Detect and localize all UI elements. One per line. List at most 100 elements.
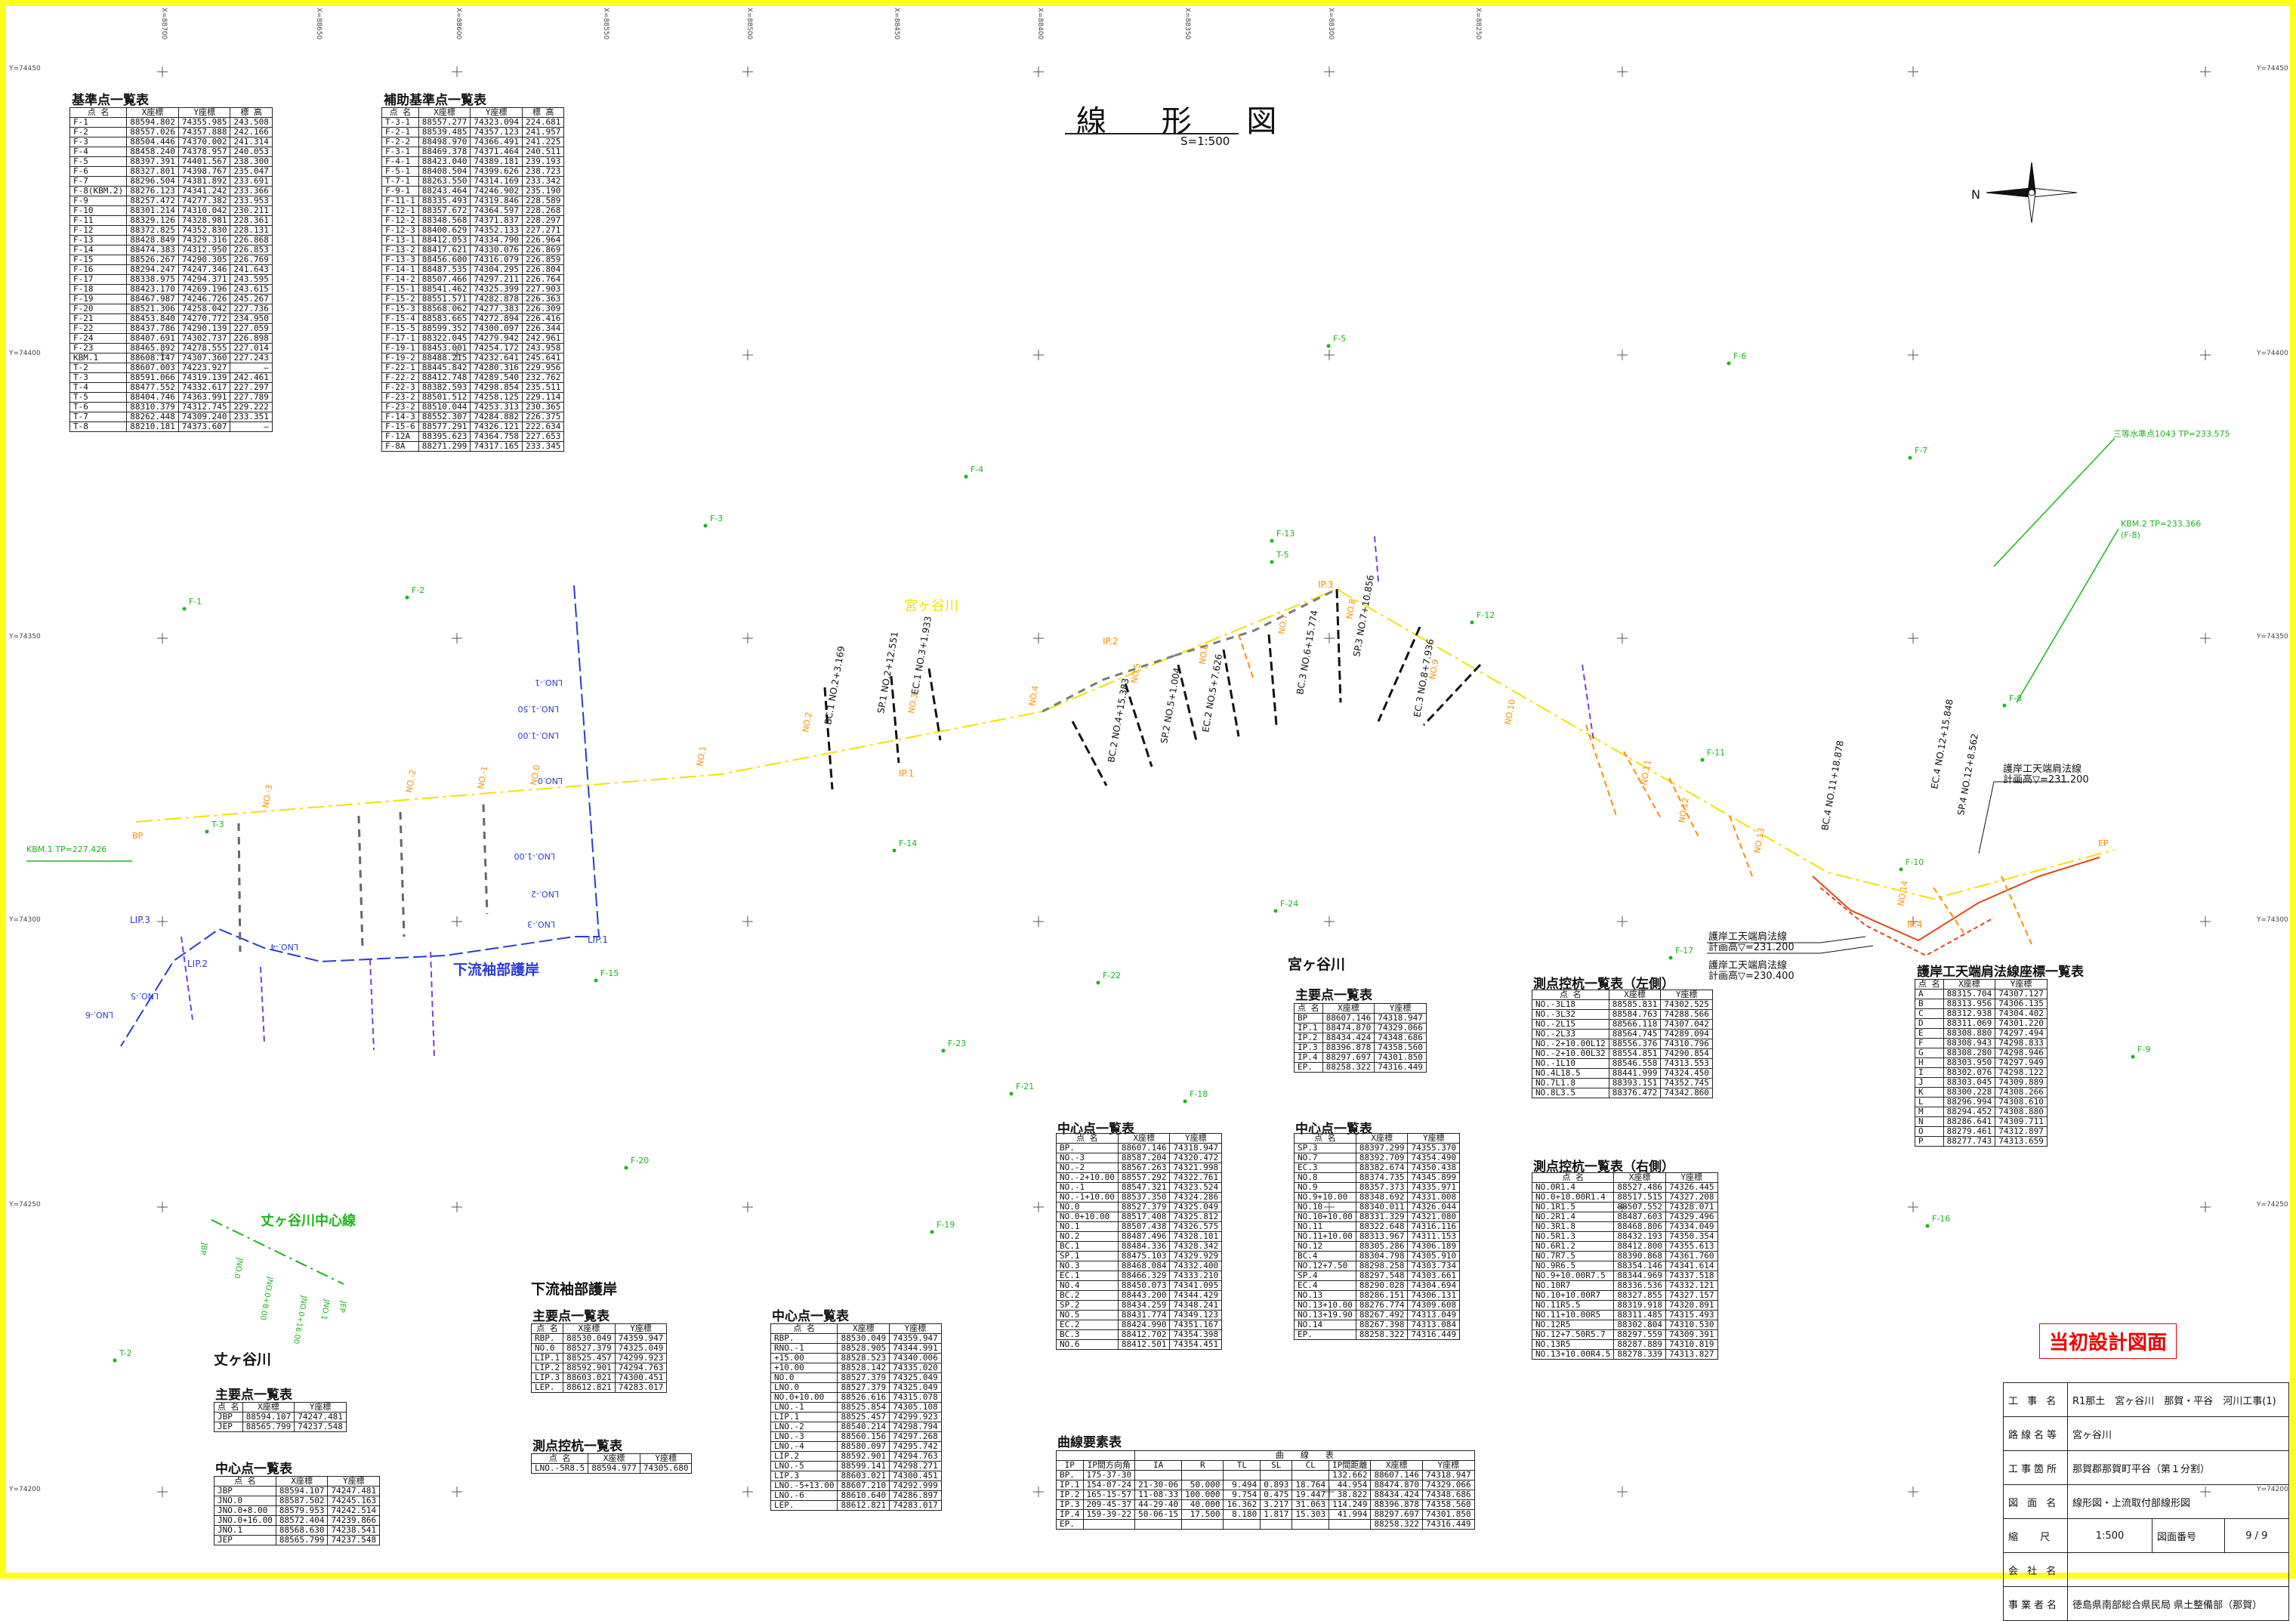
label-revet1-a: 護岸工天端肩法線	[2003, 763, 2082, 775]
table-cell	[1134, 1470, 1183, 1481]
table-cell: F-2-1	[381, 127, 419, 137]
table-cell: 88603.021	[837, 1471, 890, 1481]
table-cell: F-10	[69, 205, 128, 216]
label-ep: EP	[2098, 838, 2109, 848]
table-cell: 233.351	[230, 412, 273, 422]
table-cell: 88525.457	[837, 1412, 890, 1422]
table-cell: BC.4	[1294, 1251, 1356, 1261]
table-cell: T-7-1	[381, 176, 419, 187]
table-cell: 74322.761	[1169, 1172, 1223, 1183]
table-cell: M	[1915, 1107, 1944, 1117]
curve-point-label: BC.4 NO.11+18.878	[1819, 739, 1846, 831]
table-cell: NO.11	[1294, 1221, 1356, 1232]
table-cell: BP.	[1056, 1470, 1084, 1481]
table-cell: 74299.923	[889, 1412, 942, 1422]
table-cell: F-15	[69, 255, 128, 265]
table-cell: 243.595	[230, 274, 273, 285]
table-cell: 88279.461	[1943, 1126, 1996, 1137]
table-cell: NO.9+10.00	[1294, 1192, 1356, 1203]
column-header: X座標	[563, 1323, 616, 1334]
table-cell: 74381.892	[177, 176, 231, 187]
table-cell: 74313.553	[1660, 1058, 1713, 1069]
table-cell: 50-06-15	[1134, 1509, 1183, 1520]
station-label: NO.13	[1752, 827, 1767, 854]
table-cell: F-22-1	[381, 363, 419, 373]
table-cell: 88594.802	[126, 117, 179, 128]
table-cell: 238.723	[521, 166, 565, 177]
table-cell: 88424.990	[1117, 1320, 1171, 1330]
table-cell: 74309.889	[1995, 1077, 2048, 1088]
table-cell: 88521.306	[126, 304, 179, 314]
grid-cross	[1908, 633, 1918, 644]
table-cell: 74364.597	[470, 205, 523, 216]
survey-point-marker	[1270, 539, 1274, 543]
table-cell: 88565.799	[275, 1535, 329, 1545]
station-ticks	[823, 588, 1482, 790]
table-cell: 74329.066	[1422, 1480, 1475, 1490]
table-cell: 245.641	[521, 353, 565, 363]
grid-cross	[452, 66, 462, 77]
column-header: 点 名	[214, 1476, 276, 1487]
table-cell: NO.-2	[1056, 1162, 1119, 1173]
grid-cross	[2200, 1202, 2211, 1212]
table-cell: F-1	[69, 117, 128, 128]
table-cell: 74302.525	[1660, 999, 1713, 1010]
table-cell: B	[1915, 999, 1944, 1009]
table-cell: 228.361	[230, 215, 273, 226]
table-cell: 88587.204	[1117, 1153, 1171, 1163]
table-cell: 88467.987	[126, 294, 179, 304]
table-cell: NO.13+19.90	[1294, 1310, 1356, 1320]
table-cell: 227.653	[521, 431, 565, 442]
table-cell: 88607.210	[837, 1481, 890, 1491]
table-cell: F-12	[69, 225, 128, 236]
table-cell: 88537.350	[1117, 1192, 1171, 1203]
table-cell: 88458.240	[126, 147, 179, 157]
table-cell: 88404.746	[126, 392, 179, 403]
table-cell: 74272.894	[470, 313, 523, 324]
table-cell: 88297.548	[1355, 1271, 1409, 1281]
grid-label: Y=74350	[2257, 633, 2288, 641]
table-cell: LNO.-3	[770, 1431, 838, 1442]
table-cell: NO.13+10.00R4.5	[1531, 1349, 1615, 1360]
table-cell: NO.4L18.5	[1532, 1068, 1609, 1079]
table-cell: 74342.860	[1660, 1088, 1713, 1098]
table-cell: 74349.123	[1169, 1310, 1223, 1320]
table-cell: 241.225	[521, 137, 565, 147]
table-cell: 88301.214	[126, 205, 179, 216]
table-cell: 74316.449	[1422, 1519, 1475, 1530]
lno-label: LNO.-5	[131, 991, 159, 1001]
grid-cross	[1617, 350, 1628, 360]
orange-stakes	[1238, 634, 2032, 945]
table-cell: 74325.049	[1169, 1202, 1223, 1212]
table-cell: 74308.880	[1995, 1107, 2048, 1117]
table-cell: 88527.379	[563, 1343, 616, 1354]
table-cell: F-8A	[381, 441, 419, 452]
table-cell: 230.365	[521, 402, 565, 412]
tb-val-drawing: 線形図・上流取付部線形図	[2067, 1484, 2289, 1519]
survey-point-label: F-3	[710, 514, 723, 523]
title-block: 工 事 名 R1那土 宮ヶ谷川 那賀・平谷 河川工事(1) 路線名等 宮ヶ谷川 …	[2003, 1382, 2290, 1621]
table-cell: 74326.044	[1407, 1202, 1461, 1212]
table-cell: NO.-3L18	[1532, 999, 1609, 1010]
curve-group-header: 曲 線 表	[1134, 1450, 1475, 1461]
